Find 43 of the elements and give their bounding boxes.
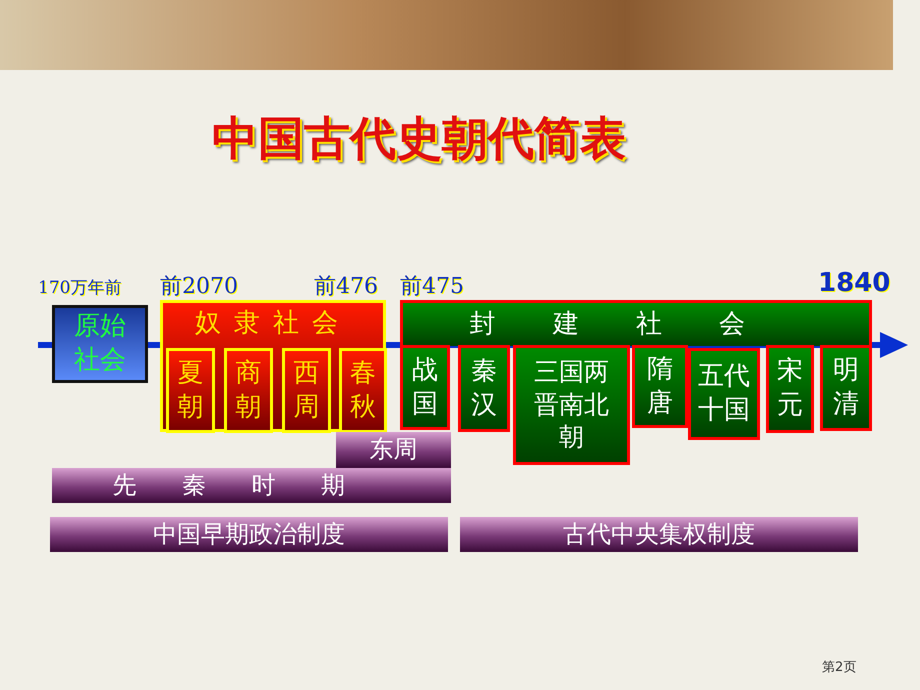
dynasty-box bbox=[766, 345, 814, 433]
node-label: 三国两晋南北朝 bbox=[533, 356, 610, 454]
dynasty-box bbox=[166, 348, 215, 433]
node-label: 宋元 bbox=[776, 355, 804, 422]
page-number: 第2页 bbox=[822, 659, 856, 676]
node-label: 春秋 bbox=[349, 356, 377, 424]
node-label: 奴隶社会 bbox=[195, 307, 351, 340]
system-bar bbox=[50, 517, 448, 552]
node-label: 东周 bbox=[370, 434, 418, 466]
timeline-date: 1840 bbox=[818, 268, 890, 298]
node-label: 隋唐 bbox=[646, 352, 674, 420]
node-label: 五代十国 bbox=[697, 360, 751, 427]
node-label: 原始社会 bbox=[73, 310, 127, 377]
dynasty-box bbox=[632, 345, 688, 428]
dynasty-box bbox=[820, 345, 872, 431]
node-label: 西周 bbox=[292, 356, 320, 424]
dynasty-box bbox=[513, 345, 630, 465]
period-bar bbox=[336, 432, 451, 468]
dynasty-box bbox=[282, 348, 331, 433]
period-bar bbox=[52, 468, 451, 503]
dynasty-box bbox=[224, 348, 273, 433]
timeline-date: 前475 bbox=[400, 273, 464, 301]
node-label: 战国 bbox=[411, 354, 439, 420]
period-box bbox=[52, 305, 148, 383]
timeline-date: 前476 bbox=[314, 273, 378, 301]
node-label: 封建社会 bbox=[470, 308, 802, 341]
dynasty-box bbox=[400, 345, 450, 430]
title: 中国古代史朝代简表 bbox=[212, 110, 626, 167]
node-label: 中国早期政治制度 bbox=[153, 518, 345, 550]
dynasty-box bbox=[688, 348, 760, 440]
node-label: 秦汉 bbox=[470, 354, 498, 422]
node-label: 先秦时期 bbox=[112, 470, 391, 501]
dynasty-box bbox=[339, 348, 387, 433]
node-label: 古代中央集权制度 bbox=[563, 518, 755, 550]
node-label: 明清 bbox=[832, 354, 860, 421]
dynasty-box bbox=[458, 345, 510, 432]
node-label: 商朝 bbox=[234, 356, 262, 424]
timeline-date: 前2070 bbox=[160, 273, 238, 301]
era-band bbox=[400, 300, 872, 346]
timeline-date: 170万年前 bbox=[38, 277, 122, 299]
era-panel bbox=[160, 300, 386, 432]
node-label: 夏朝 bbox=[176, 356, 204, 424]
system-bar bbox=[460, 517, 858, 552]
